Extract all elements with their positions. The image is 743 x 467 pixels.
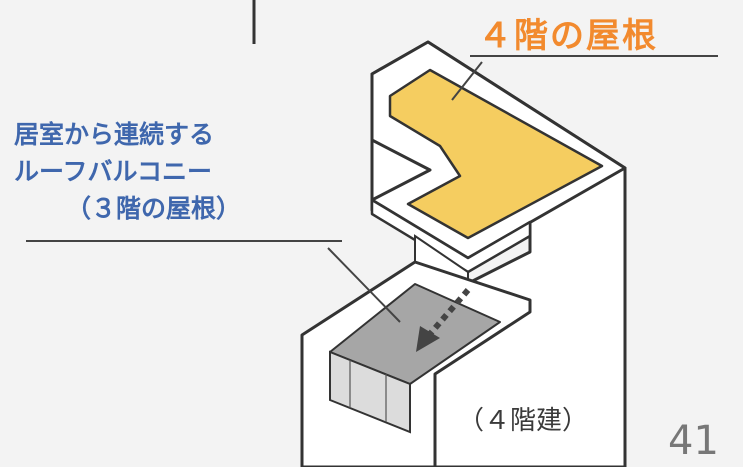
- label-line-3: （３階の屋根）: [66, 194, 242, 223]
- fourth-floor-roof-title: ４階の屋根: [478, 16, 658, 56]
- access-arrow-head: [416, 326, 440, 352]
- label-line-1: 居室から連続する: [14, 120, 215, 149]
- building-caption: （４階建）: [458, 406, 589, 436]
- roof-balcony-label: 居室から連続する ルーフバルコニー （３階の屋根）: [14, 116, 334, 227]
- roof-leader-line: [451, 61, 483, 101]
- roof-slab-edge: [370, 198, 532, 274]
- page-number: 41: [668, 418, 719, 464]
- fourth-floor-roof-surface: [388, 68, 604, 240]
- access-arrow-shaft: [427, 288, 471, 336]
- balcony-leader-line: [327, 247, 401, 323]
- label-line-2: ルーフバルコニー: [14, 157, 213, 186]
